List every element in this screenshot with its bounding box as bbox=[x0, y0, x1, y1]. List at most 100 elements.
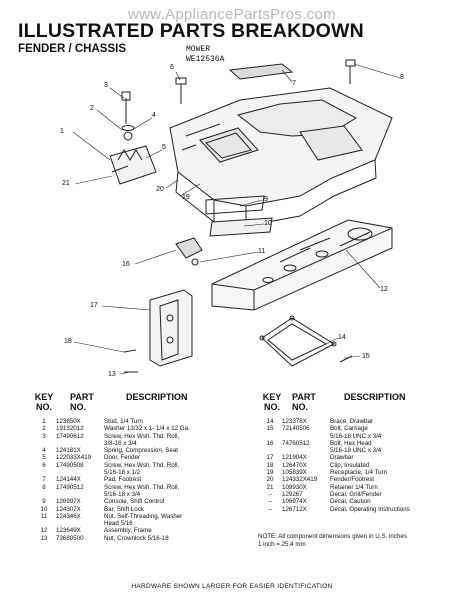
watermark: www.AppliancePartsPros.com bbox=[128, 6, 336, 23]
part-no-cell bbox=[282, 433, 330, 440]
part-no-cell: 123378X bbox=[282, 418, 307, 425]
description-cell: Assembly, Frame bbox=[104, 527, 152, 535]
key-no-cell bbox=[32, 491, 56, 498]
part-no-cell: 121904X bbox=[282, 454, 307, 462]
key-no-cell bbox=[32, 520, 56, 527]
description-cell: Retainer 1/4 Turn bbox=[330, 483, 378, 491]
section-title: FENDER / CHASSIS bbox=[18, 43, 126, 55]
model-number: WE12536A bbox=[186, 55, 225, 64]
drawbar-drawing bbox=[149, 289, 193, 367]
description-cell: Decal, Grill/Fender bbox=[330, 490, 382, 498]
key-no-cell: 5 bbox=[42, 454, 46, 462]
key-no-cell: 6 bbox=[42, 461, 46, 469]
key-no-cell: 20 bbox=[266, 476, 274, 484]
seat-door-drawing bbox=[109, 91, 157, 185]
key-no-cell: 2 bbox=[42, 425, 46, 433]
callout-14: 14 bbox=[338, 334, 346, 341]
description-cell: Head 5/16 bbox=[104, 520, 133, 528]
table-row: 5/16-18 x 1/2 bbox=[32, 469, 190, 476]
description-cell: Pad, Footrest bbox=[104, 476, 142, 484]
callout-4: 4 bbox=[152, 112, 156, 119]
key-no-cell: -- bbox=[267, 505, 273, 513]
table-row: 5/16-18 UNC x 3/4 bbox=[258, 447, 410, 454]
key-no-cell: 16 bbox=[266, 439, 274, 447]
left-header-key: KEY NO. bbox=[34, 392, 54, 412]
part-no-cell: 124346X bbox=[56, 512, 81, 520]
key-no-cell: 10 bbox=[40, 505, 48, 513]
part-no-cell: 129267 bbox=[282, 490, 303, 498]
part-no-cell: 72140506 bbox=[282, 425, 310, 433]
part-no-cell: 122033X419 bbox=[56, 454, 92, 462]
part-no-cell: 126470X bbox=[282, 461, 307, 469]
description-cell: Screw, Hex Wsh. Thd. Roll, bbox=[104, 432, 180, 440]
description-cell: Drawbar bbox=[330, 454, 354, 462]
part-no-cell: 17490612 bbox=[56, 432, 84, 440]
right-header-part: PART NO. bbox=[292, 392, 316, 412]
callout-20: 20 bbox=[156, 186, 164, 193]
part-no-cell: 123649X bbox=[56, 527, 81, 535]
key-no-cell: 4 bbox=[42, 447, 46, 455]
part-no-cell: 123650X bbox=[56, 418, 81, 425]
part-no-cell: 19132012 bbox=[56, 425, 84, 433]
key-no-cell bbox=[32, 469, 56, 476]
frame-drawing bbox=[211, 219, 393, 311]
description-cell: 5/16-18 UNC x 3/4 bbox=[330, 432, 382, 440]
key-no-cell: -- bbox=[267, 490, 273, 498]
callout-16: 16 bbox=[122, 261, 130, 268]
key-no-cell: 8 bbox=[42, 483, 46, 491]
table-row: 5 122033X419 Door, Fender bbox=[32, 454, 190, 461]
part-no-cell: 105839X bbox=[282, 469, 307, 477]
description-cell: Screw, Hex Wsh. Thd. Roll, bbox=[104, 483, 180, 491]
description-cell: 3/8-16 x 3/4 bbox=[104, 439, 137, 447]
table-row: -- 129267 Decal, Grill/Fender bbox=[258, 491, 410, 498]
part-no-cell: 73680500 bbox=[56, 534, 84, 542]
description-cell: Clip, Insulated bbox=[330, 461, 370, 469]
description-cell: 5/16-18 x 1/2 bbox=[104, 469, 141, 477]
part-no-cell: 17490508 bbox=[56, 461, 84, 469]
callout-8: 8 bbox=[400, 74, 404, 81]
callout-18: 18 bbox=[64, 338, 72, 345]
callout-21: 21 bbox=[62, 180, 70, 187]
description-cell: Decal, Caution bbox=[330, 498, 371, 506]
description-cell: 5/16-18 UNC x 3/4 bbox=[330, 447, 382, 455]
callout-7: 7 bbox=[292, 80, 296, 87]
key-no-cell: -- bbox=[267, 498, 273, 506]
description-cell: Console, Shift Control bbox=[104, 498, 165, 506]
key-no-cell: 9 bbox=[42, 498, 46, 506]
callout-10: 10 bbox=[264, 220, 272, 227]
key-no-cell bbox=[32, 440, 56, 447]
callout-15: 15 bbox=[362, 353, 370, 360]
callout-2: 2 bbox=[90, 105, 94, 112]
model-info: MOWER WE12536A bbox=[186, 45, 224, 65]
callout-13: 13 bbox=[108, 371, 116, 378]
left-header-part: PART NO. bbox=[70, 392, 94, 412]
description-cell: Stud, 1/4 Turn bbox=[104, 418, 143, 425]
callout-1: 1 bbox=[60, 128, 64, 135]
description-cell: Door, Fender bbox=[104, 454, 141, 462]
part-no-cell bbox=[56, 469, 104, 476]
key-no-cell: 19 bbox=[266, 469, 274, 477]
key-no-cell: 17 bbox=[266, 454, 274, 462]
left-header-description: DESCRIPTION bbox=[126, 392, 188, 402]
description-cell: Decal, Operating Instructions bbox=[330, 505, 410, 513]
key-no-cell bbox=[258, 433, 282, 440]
part-no-cell: 109930X bbox=[282, 483, 307, 491]
part-no-cell bbox=[282, 447, 330, 454]
dimension-note: NOTE: All component dimensions given in … bbox=[258, 533, 407, 548]
right-header-description: DESCRIPTION bbox=[344, 392, 406, 402]
